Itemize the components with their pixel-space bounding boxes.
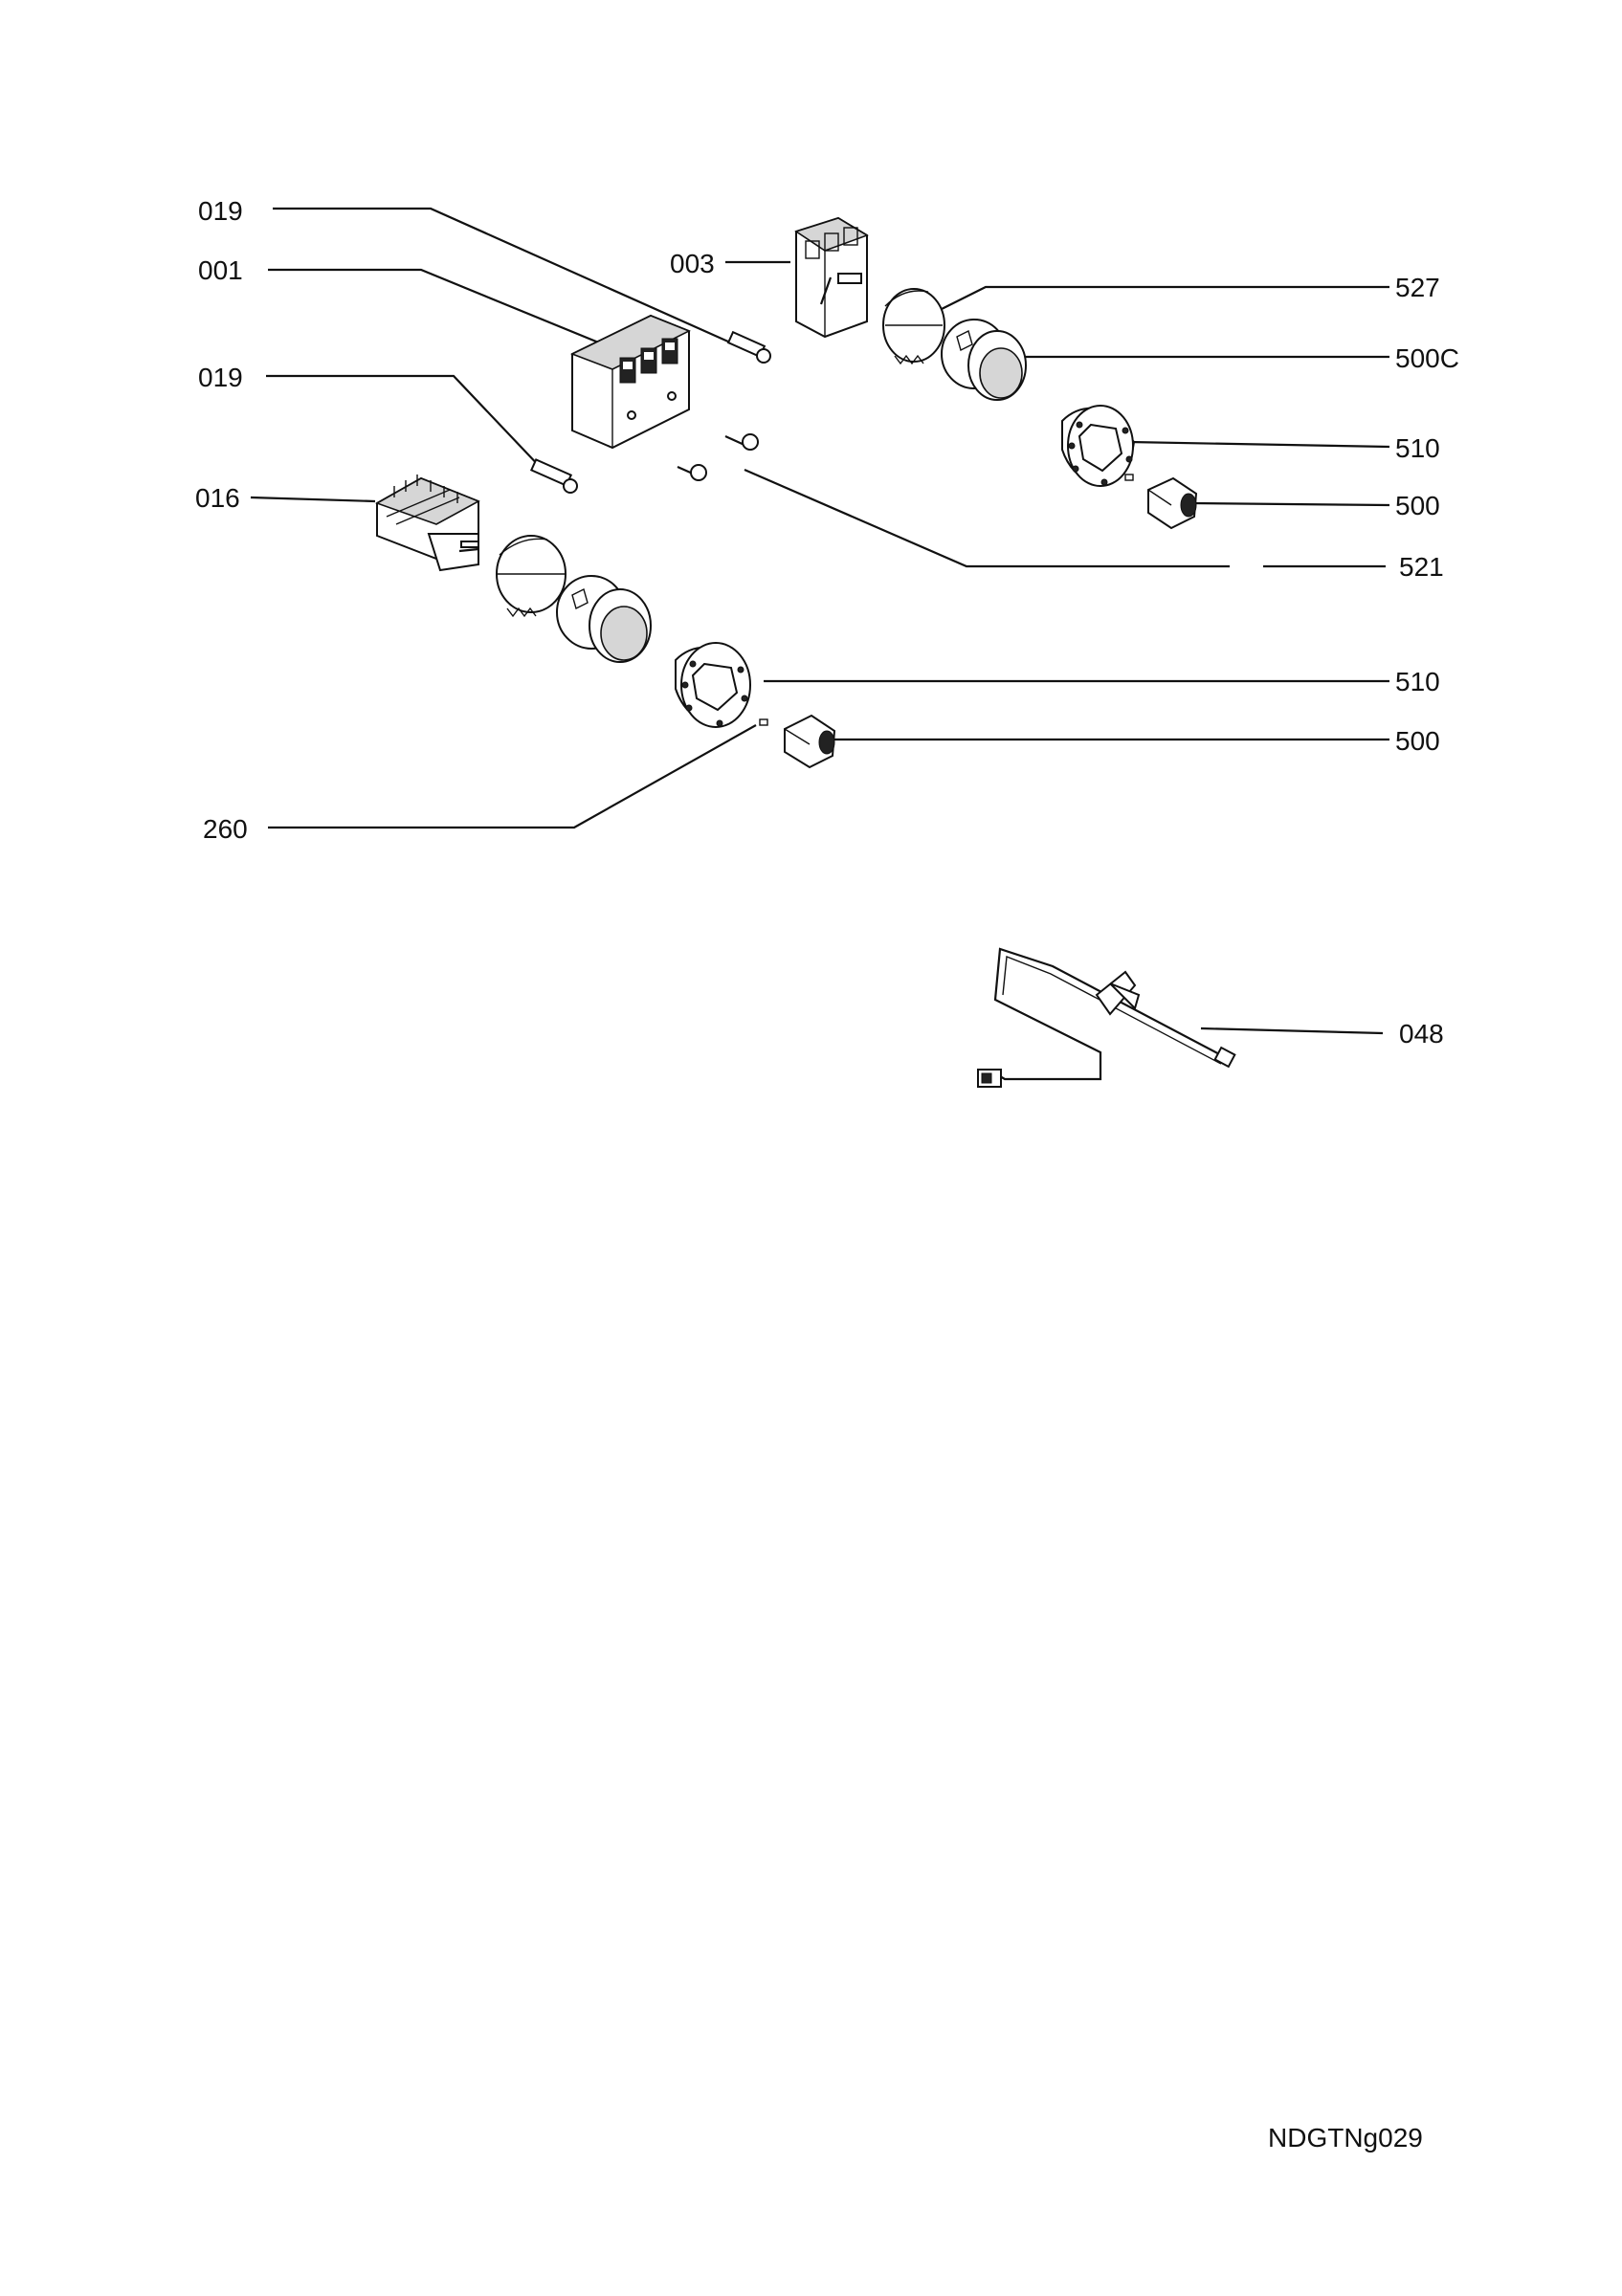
label-510-top: 510 bbox=[1395, 433, 1440, 463]
screw-icon-1 bbox=[724, 433, 759, 451]
label-521: 521 bbox=[1399, 552, 1444, 582]
part-labels: 019 001 003 019 016 527 500C 510 500 521… bbox=[195, 196, 1459, 1049]
label-001: 001 bbox=[198, 255, 243, 285]
label-260: 260 bbox=[203, 814, 248, 844]
fuse-icon-mid bbox=[529, 458, 578, 494]
leader-019-mid bbox=[266, 374, 544, 472]
label-003: 003 bbox=[670, 249, 715, 278]
screw-icon-2 bbox=[677, 464, 707, 481]
lamp-indicator-icon-top bbox=[1124, 474, 1198, 530]
lamp-indicator-icon-bottom bbox=[759, 714, 836, 769]
leader-048 bbox=[1200, 1027, 1384, 1035]
leader-016 bbox=[250, 496, 376, 503]
leader-510-top bbox=[1128, 440, 1390, 449]
leader-001 bbox=[268, 268, 613, 350]
label-048: 048 bbox=[1399, 1019, 1444, 1049]
label-500c: 500C bbox=[1395, 343, 1459, 373]
label-016: 016 bbox=[195, 483, 240, 513]
leader-500-top bbox=[1190, 501, 1390, 507]
leader-260 bbox=[268, 724, 757, 829]
footer-code: NDGTNg029 bbox=[1268, 2123, 1423, 2152]
bezel-ring-icon-bottom bbox=[675, 642, 751, 728]
label-019-mid: 019 bbox=[198, 363, 243, 392]
knob-icon-top bbox=[941, 319, 1027, 401]
selector-switch-icon bbox=[375, 475, 480, 572]
bezel-ring-icon-top bbox=[1061, 405, 1136, 488]
thermostat-icon bbox=[794, 216, 869, 339]
leader-527 bbox=[927, 285, 1389, 317]
leader-lines bbox=[250, 207, 1390, 1035]
timer-display-icon bbox=[619, 338, 678, 384]
label-019-top: 019 bbox=[198, 196, 243, 226]
knob-icon-bottom bbox=[556, 575, 652, 663]
label-500-bottom: 500 bbox=[1395, 726, 1440, 756]
label-527: 527 bbox=[1395, 273, 1440, 302]
leader-521 bbox=[744, 468, 1230, 568]
knob-bushing-icon-bottom bbox=[496, 535, 567, 618]
label-500-top: 500 bbox=[1395, 491, 1440, 520]
probe-sensor-icon bbox=[977, 947, 1236, 1088]
label-510-bottom: 510 bbox=[1395, 667, 1440, 696]
knob-bushing-icon-top bbox=[882, 288, 945, 365]
fuse-icon-top bbox=[726, 330, 771, 364]
electronic-timer-icon bbox=[569, 314, 691, 450]
switch-contacts bbox=[386, 475, 460, 525]
leader-019-top bbox=[273, 207, 740, 348]
